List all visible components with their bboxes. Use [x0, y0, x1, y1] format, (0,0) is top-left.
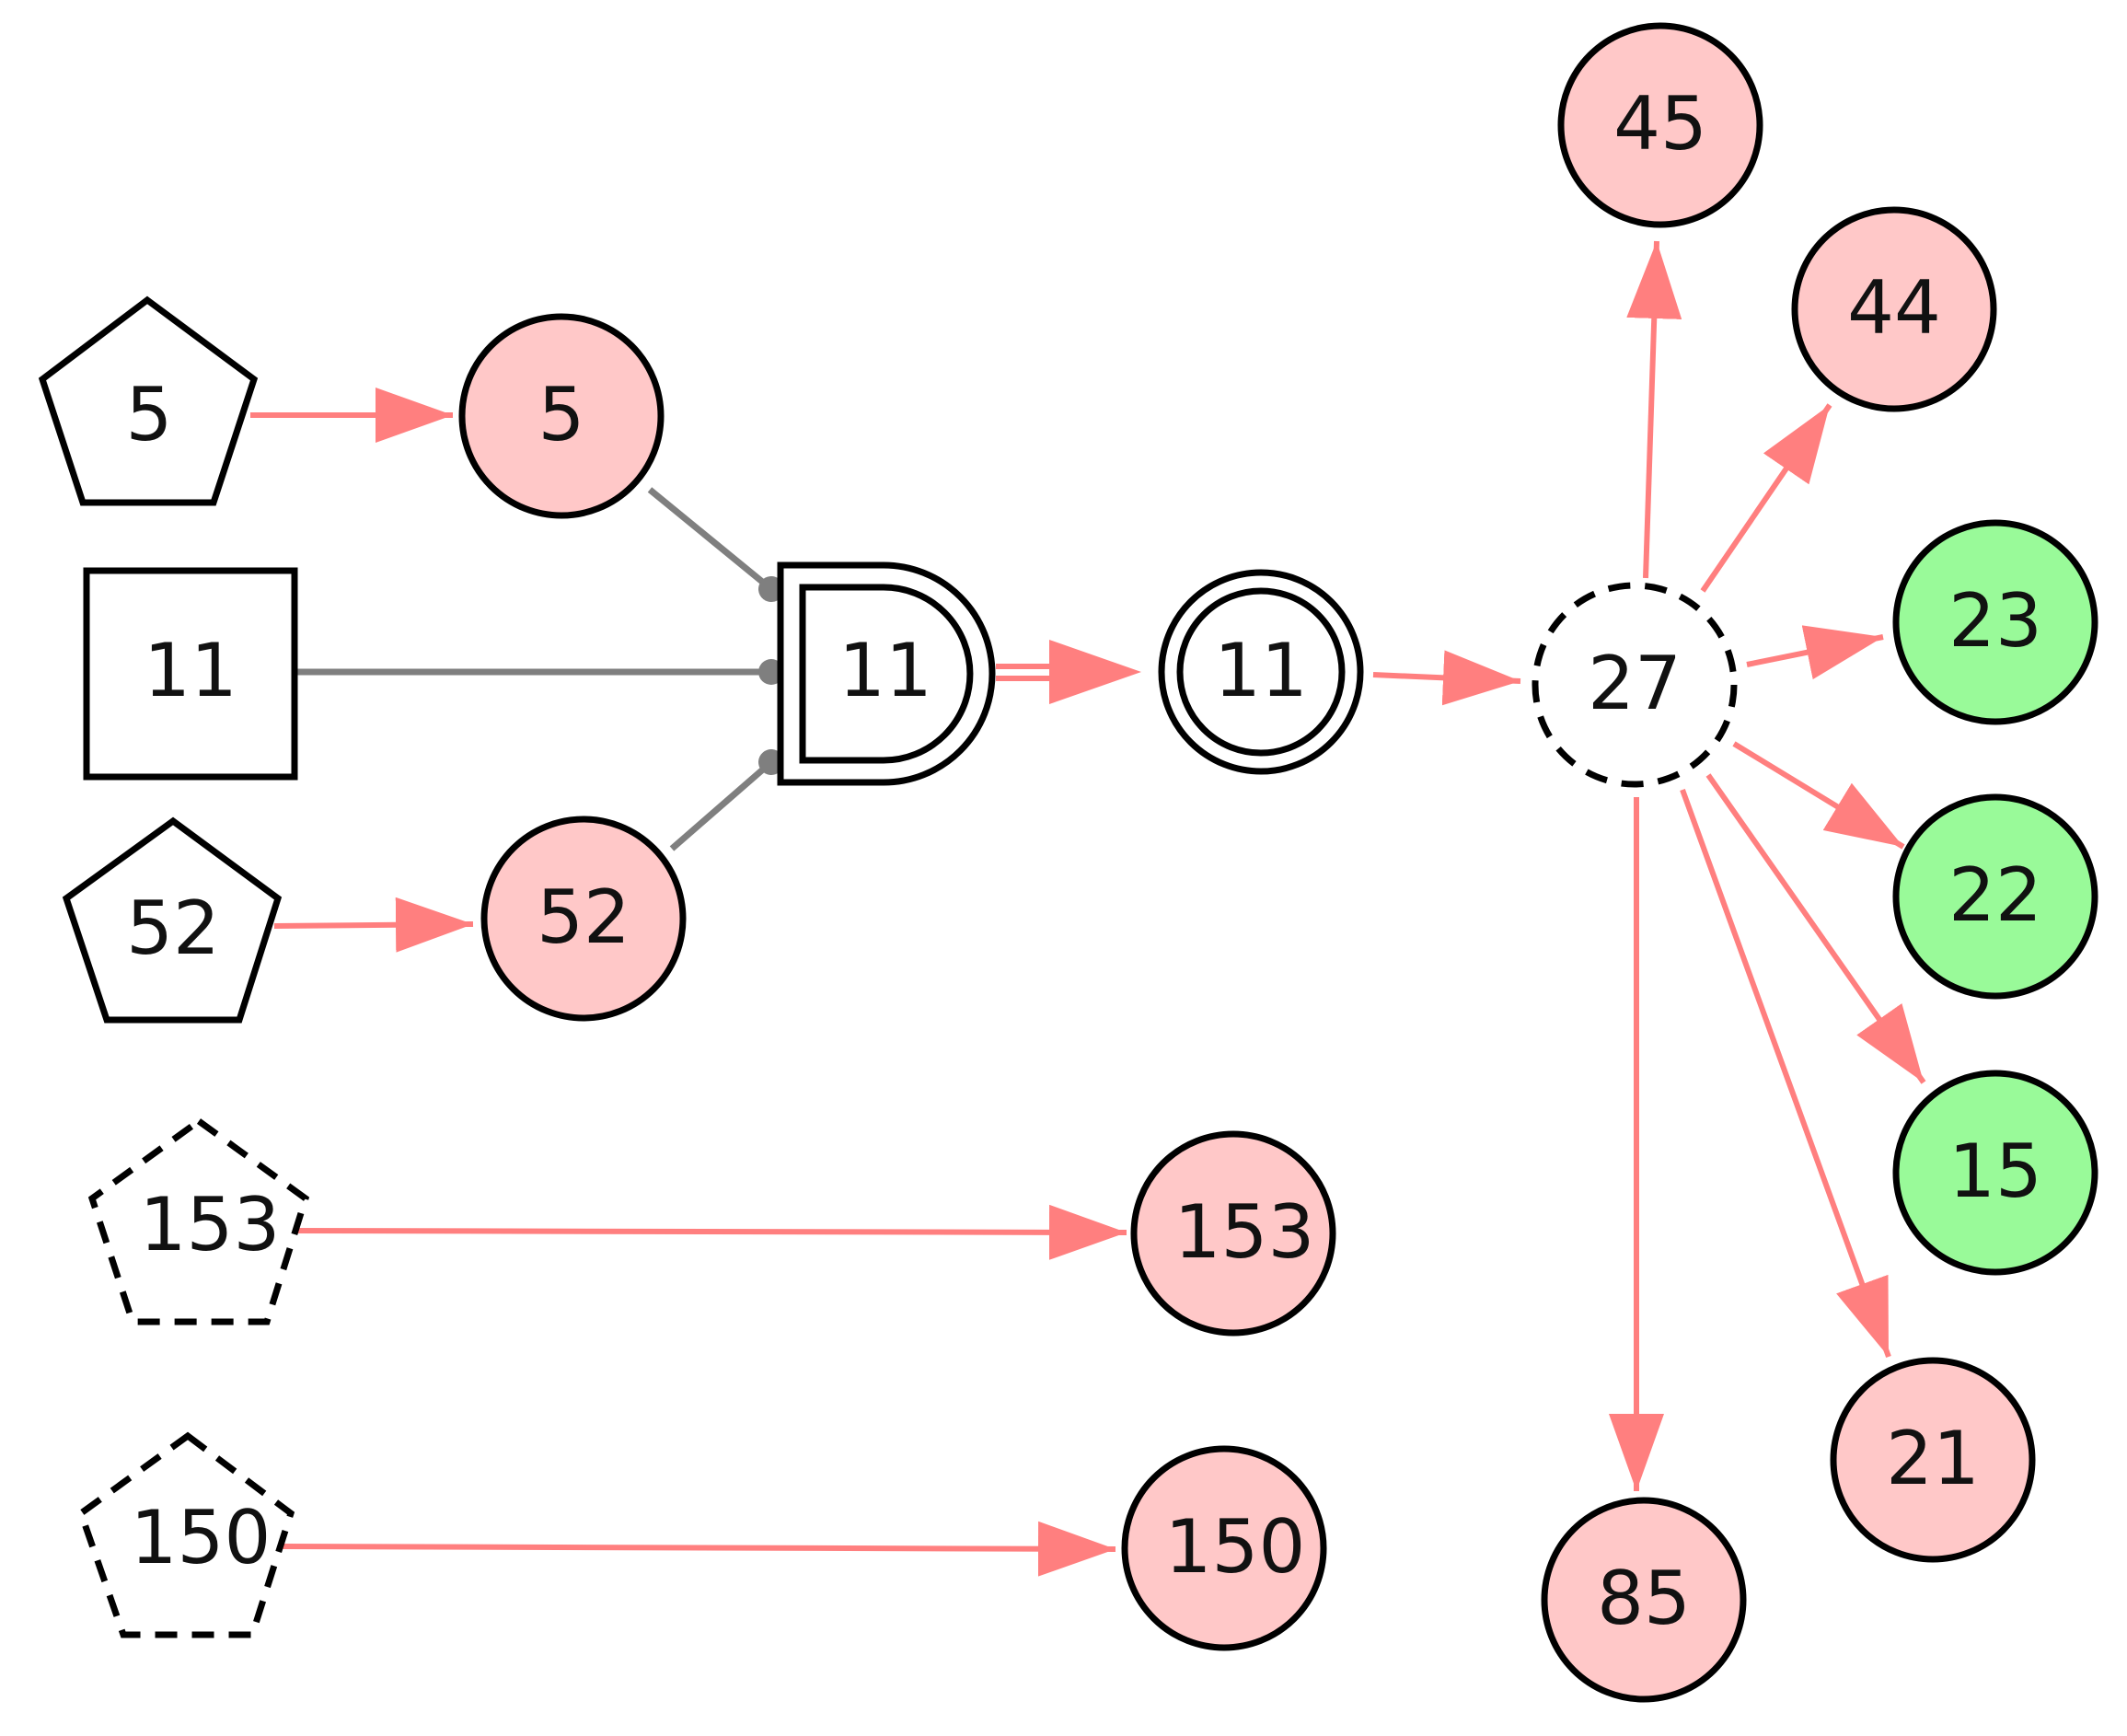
edge-hub27-to-circle15 [1705, 773, 1926, 1084]
node-circle-150-label: 150 [1165, 1504, 1306, 1590]
node-pentagon-150-label: 150 [131, 1495, 272, 1580]
node-pentagon-52[interactable]: 52 [62, 816, 283, 1024]
edge-circle5-to-and11 [647, 487, 784, 602]
node-circle-5[interactable]: 5 [458, 313, 665, 519]
edge-hub27-to-circle23 [1746, 625, 1884, 680]
edge-pent52-to-circle52 [273, 897, 474, 953]
node-circle-15-label: 15 [1948, 1128, 2042, 1214]
edge-hub27-to-circle21 [1680, 788, 1891, 1359]
node-circle-45-label: 45 [1613, 81, 1707, 167]
node-and-gate-11[interactable]: 11 [777, 561, 996, 786]
edge-circle52-to-and11 [669, 749, 784, 851]
node-circle-52-label: 52 [537, 874, 630, 960]
node-double-circle-11[interactable]: 11 [1158, 569, 1364, 775]
node-circle-85[interactable]: 85 [1541, 1497, 1747, 1703]
node-circle-150[interactable]: 150 [1121, 1445, 1327, 1651]
node-pentagon-150[interactable]: 150 [76, 1431, 295, 1638]
node-circle-85-label: 85 [1597, 1556, 1691, 1641]
node-circle-15[interactable]: 15 [1892, 1070, 2098, 1276]
node-box-11[interactable]: 11 [83, 567, 298, 781]
edge-and11-to-double11 [996, 640, 1141, 704]
edge-double11-to-hub27 [1372, 650, 1521, 706]
node-circle-45[interactable]: 45 [1557, 22, 1763, 228]
node-circle-5-label: 5 [538, 372, 585, 457]
edges [250, 240, 1926, 1577]
node-circle-23-label: 23 [1948, 578, 2042, 664]
node-circle-153-label: 153 [1174, 1189, 1315, 1275]
node-hub-27-label: 27 [1588, 641, 1682, 726]
node-pentagon-153[interactable]: 153 [87, 1117, 310, 1325]
edge-pent153-to-circle153 [292, 1204, 1127, 1260]
node-circle-21-label: 21 [1886, 1416, 1980, 1501]
node-circle-21[interactable]: 21 [1830, 1357, 2036, 1563]
node-circle-153[interactable]: 153 [1130, 1130, 1336, 1337]
node-circle-22-label: 22 [1948, 852, 2042, 938]
nodes: 5 5 11 11 11 52 [38, 22, 2098, 1703]
node-and-gate-11-label: 11 [838, 628, 932, 713]
node-circle-44-label: 44 [1847, 265, 1941, 351]
node-circle-22[interactable]: 22 [1892, 793, 2098, 1000]
node-pentagon-5-label: 5 [126, 372, 173, 457]
node-pentagon-52-label: 52 [126, 885, 220, 971]
node-circle-44[interactable]: 44 [1791, 206, 1997, 412]
edge-hub27-to-circle44 [1700, 403, 1832, 593]
edge-pent150-to-circle150 [281, 1521, 1116, 1577]
node-circle-23[interactable]: 23 [1892, 519, 2098, 725]
node-hub-27[interactable]: 27 [1532, 582, 1738, 788]
node-box-11-label: 11 [144, 628, 237, 713]
node-pentagon-5[interactable]: 5 [38, 295, 259, 506]
edge-hub27-to-circle22 [1732, 741, 1905, 850]
node-double-circle-11-label: 11 [1214, 628, 1308, 713]
node-pentagon-153-label: 153 [140, 1182, 281, 1267]
node-circle-52[interactable]: 52 [480, 816, 687, 1022]
edge-hub27-to-circle45 [1626, 240, 1682, 579]
